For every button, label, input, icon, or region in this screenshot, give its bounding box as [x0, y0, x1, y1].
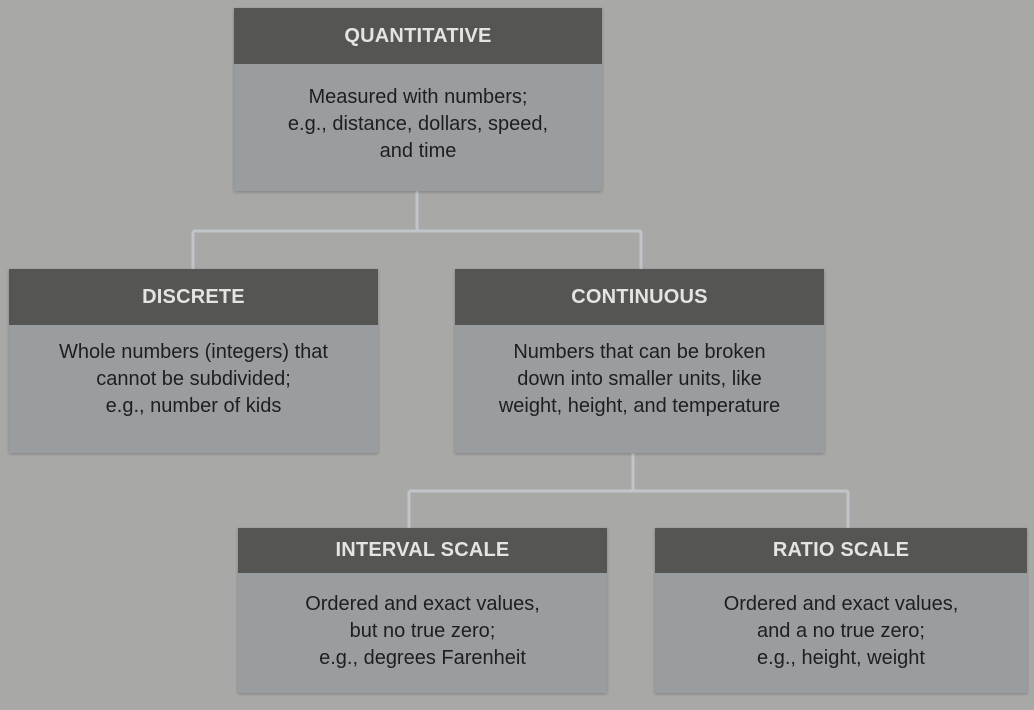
node-ratio-scale-description: Ordered and exact values, and a no true …	[655, 573, 1027, 693]
description-line: and a no true zero;	[757, 619, 925, 642]
description-line: Ordered and exact values,	[305, 592, 540, 615]
node-discrete-title: DISCRETE	[9, 269, 378, 325]
node-discrete: DISCRETE Whole numbers (integers) that c…	[9, 269, 378, 453]
description-line: cannot be subdivided;	[96, 367, 291, 390]
description-line: Numbers that can be broken	[513, 340, 766, 363]
description-line: e.g., distance, dollars, speed,	[287, 113, 549, 135]
description-line: down into smaller units, like	[517, 367, 762, 390]
node-discrete-description: Whole numbers (integers) that cannot be …	[9, 325, 378, 453]
description-line: Ordered and exact values,	[723, 592, 959, 615]
node-continuous: CONTINUOUS Numbers that can be broken do…	[455, 269, 824, 453]
description-line: e.g., number of kids	[105, 394, 282, 417]
node-quantitative-description: Measured with numbers; e.g., distance, d…	[234, 64, 602, 191]
node-quantitative: QUANTITATIVE Measured with numbers; e.g.…	[234, 8, 602, 191]
description-line: weight, height, and temperature	[498, 394, 781, 417]
node-continuous-description: Numbers that can be broken down into sma…	[455, 325, 824, 453]
node-ratio-scale: RATIO SCALE Ordered and exact values, an…	[655, 528, 1027, 693]
description-line: e.g., degrees Farenheit	[319, 646, 526, 669]
description-line: and time	[379, 140, 457, 162]
node-interval-scale-description: Ordered and exact values, but no true ze…	[238, 573, 607, 693]
node-ratio-scale-title: RATIO SCALE	[655, 528, 1027, 573]
node-interval-scale: INTERVAL SCALE Ordered and exact values,…	[238, 528, 607, 693]
description-line: Measured with numbers;	[308, 86, 528, 108]
node-continuous-title: CONTINUOUS	[455, 269, 824, 325]
node-quantitative-title: QUANTITATIVE	[234, 8, 602, 64]
description-line: e.g., height, weight	[757, 646, 925, 669]
node-interval-scale-title: INTERVAL SCALE	[238, 528, 607, 573]
description-line: but no true zero;	[349, 619, 496, 642]
description-line: Whole numbers (integers) that	[58, 340, 328, 363]
